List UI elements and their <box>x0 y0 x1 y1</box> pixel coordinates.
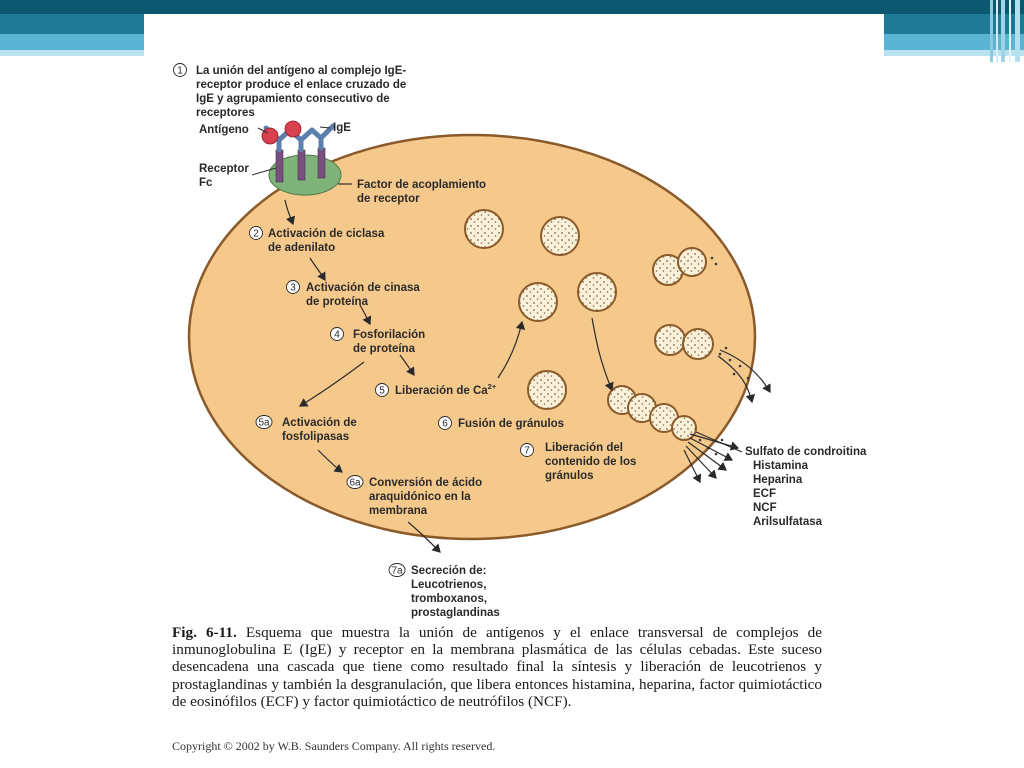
figure-caption: Fig. 6-11. Esquema que muestra la unión … <box>172 624 822 710</box>
step-6a-line-2: araquidónico en la <box>369 491 471 503</box>
granule <box>578 273 616 311</box>
step-7-line-1: Liberación del <box>545 442 623 454</box>
step-1-line-2: receptor produce el enlace cruzado de <box>196 79 406 91</box>
step-2-line-2: de adenilato <box>268 242 335 254</box>
step-1-number: 1 <box>177 66 183 77</box>
step-7a-number: 7a <box>391 566 403 577</box>
step-6-label: Fusión de gránulos <box>458 418 564 430</box>
step-4-line-2: de proteína <box>353 343 416 355</box>
step-5-number: 5 <box>379 386 385 397</box>
step-6a-line-3: membrana <box>369 505 428 517</box>
step-1-line-3: IgE y agrupamiento consecutivo de <box>196 93 390 105</box>
step-5a-number: 5a <box>258 418 270 429</box>
product-histamine: Histamina <box>753 460 809 472</box>
step-4-line-1: Fosforilación <box>353 329 425 341</box>
step-6-number: 6 <box>442 419 448 430</box>
step-6a-line-1: Conversión de ácido <box>369 477 482 489</box>
product-heparin: Heparina <box>753 474 803 486</box>
calcium-superscript: 2+ <box>488 382 497 391</box>
antigen-label: Antígeno <box>199 124 249 136</box>
step-7-line-2: contenido de los <box>545 456 636 468</box>
product-chondroitin-sulfate: Sulfato de condroitina <box>745 446 867 458</box>
ige-label: IgE <box>333 122 351 134</box>
step-3-line-2: de proteína <box>306 296 369 308</box>
coupling-factor-label-line-1: Factor de acoplamiento <box>357 179 486 191</box>
step-4-number: 4 <box>334 330 340 341</box>
step-2-number: 2 <box>253 229 259 240</box>
step-5-label: Liberación de Ca2+ <box>395 382 497 397</box>
step-1-line-4: receptores <box>196 107 255 119</box>
granule <box>541 217 579 255</box>
step-5-text: Liberación de Ca <box>395 385 488 397</box>
step-3-line-1: Activación de cinasa <box>306 282 420 294</box>
antigen-icon <box>285 121 301 137</box>
copyright-notice: Copyright © 2002 by W.B. Saunders Compan… <box>172 739 495 754</box>
fusing-granule <box>683 329 713 359</box>
step-7a-line-1: Secreción de: <box>411 565 486 577</box>
receptor-label-line-1: Receptor <box>199 163 249 175</box>
step-7a-line-3: tromboxanos, <box>411 593 487 605</box>
granule <box>519 283 557 321</box>
receptor-label-line-2: Fc <box>199 177 213 189</box>
figure-caption-text: Esquema que muestra la unión de antígeno… <box>172 624 822 710</box>
fusing-granule <box>655 325 685 355</box>
step-7a-line-2: Leucotrienos, <box>411 579 486 591</box>
step-6a-number: 6a <box>349 478 361 489</box>
product-ecf: ECF <box>753 488 776 500</box>
antigen-icon <box>262 128 278 144</box>
step-7-number: 7 <box>524 446 530 457</box>
step-7a-line-4: prostaglandinas <box>411 607 500 619</box>
product-arylsulfatase: Arilsulfatasa <box>753 516 823 528</box>
step-2-line-1: Activación de ciclasa <box>268 228 385 240</box>
step-7-line-3: gránulos <box>545 470 594 482</box>
step-1-line-1: La unión del antígeno al complejo IgE- <box>196 65 406 77</box>
step-3-number: 3 <box>290 283 296 294</box>
coupling-factor-label-line-2: de receptor <box>357 193 420 205</box>
product-ncf: NCF <box>753 502 777 514</box>
step-5a-line-2: fosfolipasas <box>282 431 349 443</box>
granule <box>465 210 503 248</box>
granule <box>528 371 566 409</box>
fusing-granule <box>678 248 706 276</box>
step-5a-line-1: Activación de <box>282 417 357 429</box>
fusing-granule <box>672 416 696 440</box>
figure-label: Fig. 6-11. <box>172 624 237 641</box>
